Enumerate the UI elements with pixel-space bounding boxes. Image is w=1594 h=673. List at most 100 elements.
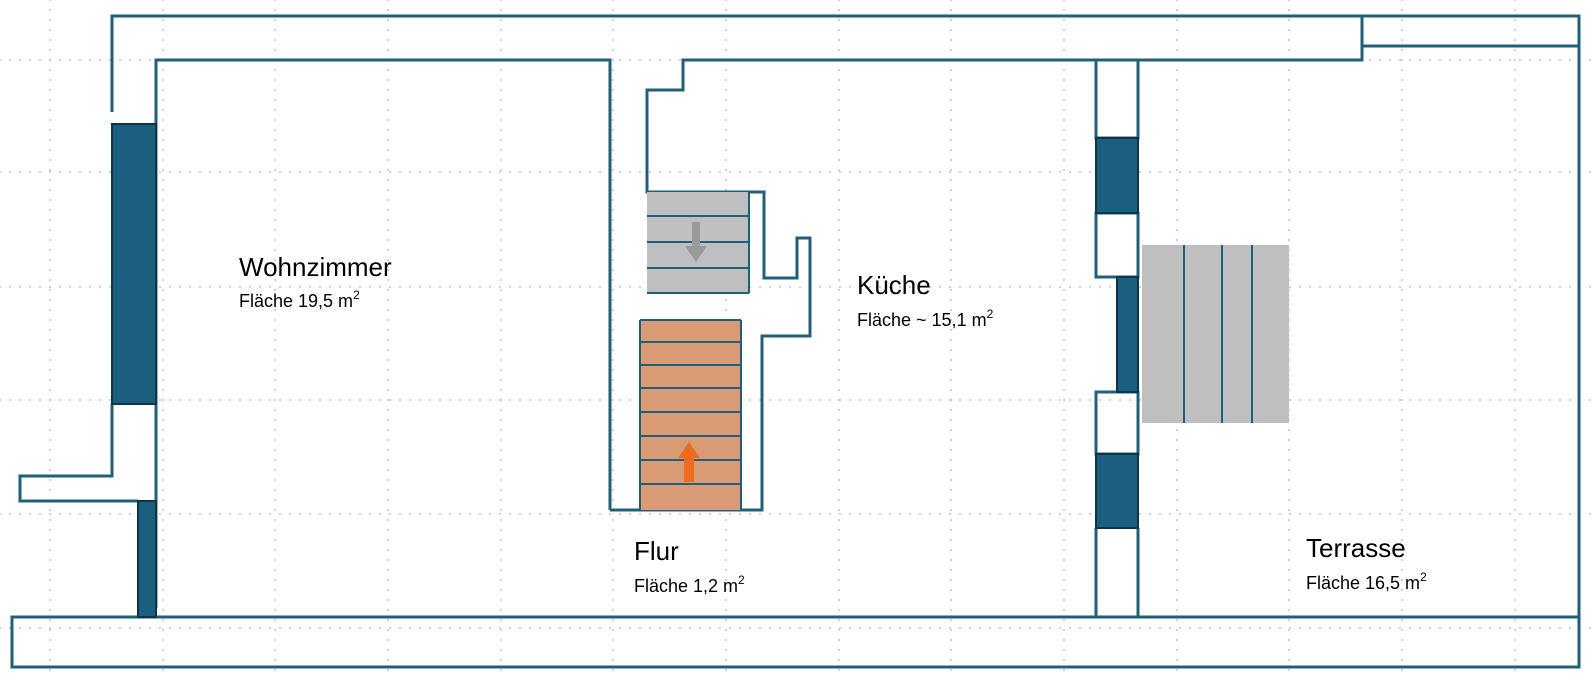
grid-dot [1401,339,1403,341]
grid-dot [1359,171,1361,173]
grid-dot [289,286,291,288]
grid-dot [612,649,614,651]
grid-dot [49,319,51,321]
grid-dot [274,389,276,391]
grid-dot [838,19,840,21]
grid-dot [1479,59,1481,61]
grid-dot [1139,627,1141,629]
grid-dot [838,349,840,351]
grid-dot [838,149,840,151]
grid-dot [999,171,1001,173]
grid-dot [369,171,371,173]
grid-dot [679,171,681,173]
grid-dot [159,399,161,401]
grid-dot [359,286,361,288]
grid-dot [49,599,51,601]
grid-dot [725,539,727,541]
grid-dot [1439,627,1441,629]
grid-dot [39,399,41,401]
grid-dot [89,286,91,288]
grid-dot [69,513,71,515]
grid-dot [1176,79,1178,81]
grid-dot [950,609,952,611]
grid-dot [59,171,61,173]
grid-dot [1288,619,1290,621]
grid-dot [1401,409,1403,411]
grid-dot [1288,449,1290,451]
grid-dot [1339,286,1341,288]
grid-dot [162,159,164,161]
grid-dot [387,659,389,661]
grid-dot [669,171,671,173]
grid-dot [387,339,389,341]
grid-dot [612,589,614,591]
grid-dot [469,627,471,629]
grid-dot [387,49,389,51]
grid-dot [1176,39,1178,41]
grid-dot [1019,399,1021,401]
grid-dot [838,329,840,331]
grid-dot [209,399,211,401]
grid-dot [725,129,727,131]
grid-dot [1063,469,1065,471]
grid-dot [387,279,389,281]
grid-dot [1514,559,1516,561]
grid-dot [1063,19,1065,21]
grid-dot [1063,209,1065,211]
grid-dot [1389,171,1391,173]
grid-dot [449,399,451,401]
grid-dot [612,29,614,31]
grid-dot [725,559,727,561]
grid-dot [838,159,840,161]
grid-dot [1179,627,1181,629]
grid-dot [950,459,952,461]
grid-dot [169,286,171,288]
grid-dot [1401,549,1403,551]
grid-dot [1514,179,1516,181]
grid-dot [387,669,389,671]
grid-dot [989,513,991,515]
grid-dot [1176,499,1178,501]
room-name-terrasse: Terrasse [1306,533,1406,563]
grid-dot [612,119,614,121]
grid-dot [1401,159,1403,161]
grid-dot [1089,627,1091,629]
grid-dot [49,369,51,371]
grid-dot [1288,579,1290,581]
grid-dot [1519,513,1521,515]
grid-dot [1514,569,1516,571]
grid-dot [869,627,871,629]
grid-dot [399,627,401,629]
grid-dot [274,289,276,291]
grid-dot [379,627,381,629]
grid-dot [274,379,276,381]
grid-dot [838,139,840,141]
grid-dot [1514,159,1516,161]
grid-dot [950,629,952,631]
grid-dot [1229,513,1231,515]
grid-dot [919,513,921,515]
grid-dot [49,269,51,271]
grid-dot [387,629,389,631]
grid-dot [739,627,741,629]
grid-dot [409,627,411,629]
grid-dot [19,286,21,288]
grid-dot [1489,627,1491,629]
grid-dot [49,559,51,561]
grid-dot [829,627,831,629]
grid-dot [387,649,389,651]
grid-dot [429,513,431,515]
grid-dot [529,399,531,401]
grid-dot [49,359,51,361]
grid-dot [1514,389,1516,391]
grid-dot [199,399,201,401]
grid-dot [279,171,281,173]
grid-dot [274,489,276,491]
grid-dot [1288,459,1290,461]
grid-dot [162,239,164,241]
grid-dot [49,459,51,461]
grid-dot [612,59,614,61]
grid-dot [1019,627,1021,629]
grid-dot [500,319,502,321]
grid-dot [389,513,391,515]
